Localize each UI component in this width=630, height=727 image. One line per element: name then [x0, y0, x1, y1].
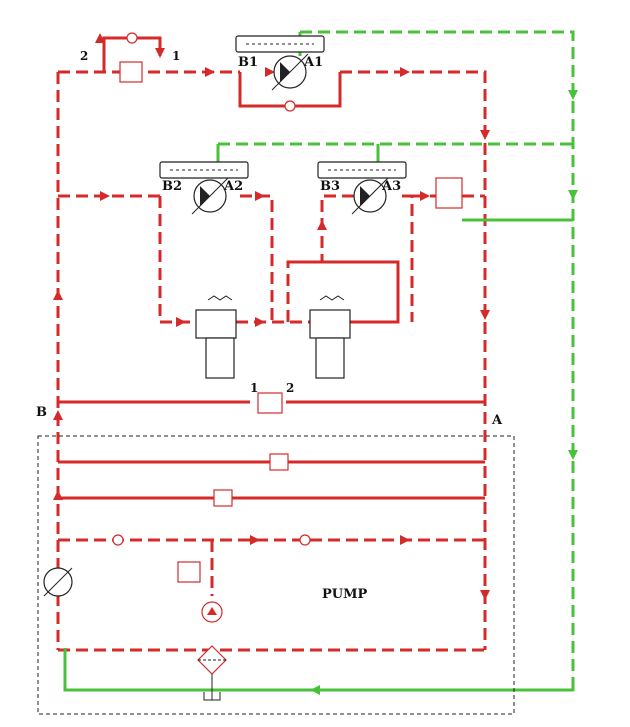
return-arrows: [310, 90, 578, 695]
motor2-b-label: B2: [162, 179, 182, 194]
line-a-label: A: [491, 413, 503, 428]
pressure-arrows: [53, 33, 490, 600]
pump-label: PUMP: [322, 587, 368, 602]
return-right-vertical: [300, 30, 575, 680]
pump-icon: [201, 601, 223, 623]
relief-valve-icon: [119, 61, 463, 583]
hydraulic-motor-icon: [317, 161, 407, 215]
pressure-lines: [56, 36, 487, 652]
motor1-b-label: B1: [238, 55, 258, 70]
port-1-label: 1: [172, 49, 180, 63]
motor2-a-label: A2: [223, 179, 243, 194]
motor1-a-label: A1: [303, 55, 323, 70]
motor3-inlet: [286, 194, 360, 322]
accumulator-icon: [43, 567, 73, 597]
motor3-outlet-drop: [402, 194, 414, 322]
motor3-b-label: B3: [320, 179, 340, 194]
port-2-label: 2: [80, 49, 88, 63]
pump-boundary: [37, 435, 515, 715]
motor2-left-drop: [158, 196, 196, 324]
mid-port-2-label: 2: [286, 381, 294, 395]
tank-icon: [203, 674, 221, 701]
top-line-right: [340, 70, 487, 160]
motor3-a-label: A3: [381, 179, 401, 194]
hydraulic-motor-icon: [159, 161, 249, 215]
line-b-label: B: [36, 405, 47, 420]
hydraulic-motor-icon: [235, 35, 325, 91]
return-bottom-line: [63, 648, 575, 692]
motor3-loop: [288, 260, 400, 324]
mid-port-1-label: 1: [250, 381, 258, 395]
solenoid-valve-icon: [309, 295, 351, 379]
motor2-outlet: [240, 194, 274, 322]
solenoid-valve-icon: [195, 295, 237, 379]
check-valve-icon: [112, 32, 311, 546]
